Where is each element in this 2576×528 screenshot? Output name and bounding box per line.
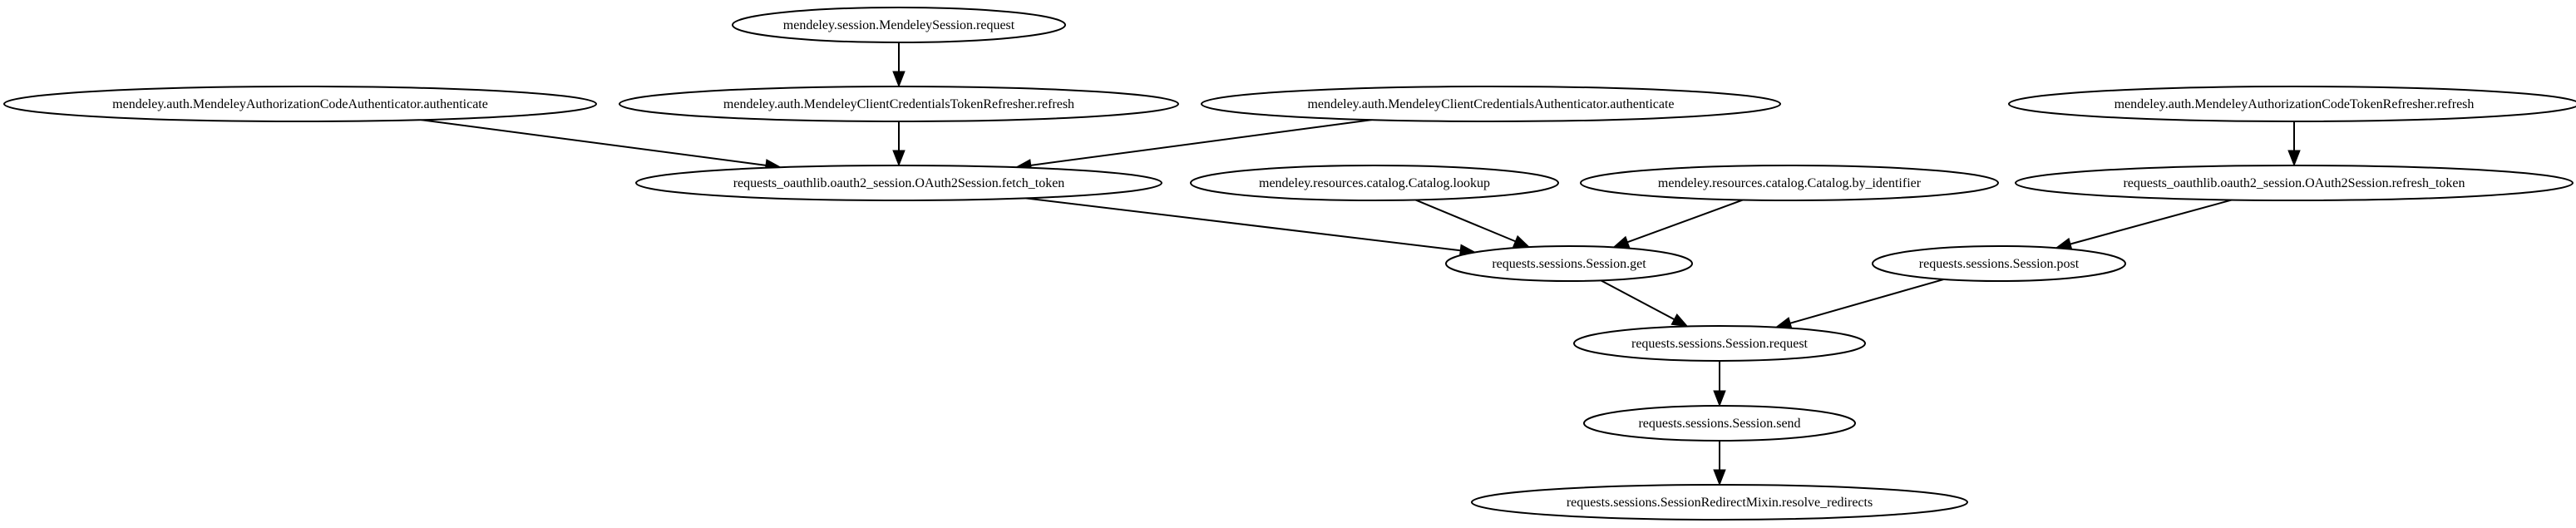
node-label: requests_oauthlib.oauth2_session.OAuth2S… xyxy=(2123,176,2465,190)
edge-line xyxy=(1414,199,1516,243)
edge-n_authcode_authenticate-to-n_fetch_token xyxy=(421,119,782,172)
node-session-post: requests.sessions.Session.post xyxy=(1872,245,2126,282)
node-clientcred-authenticate: mendeley.auth.MendeleyClientCredentialsA… xyxy=(1201,86,1781,122)
node-ellipse xyxy=(1471,484,1968,521)
edge-n_session_post-to-n_requests_request xyxy=(1774,278,1945,329)
arrowhead-icon xyxy=(1713,469,1726,486)
node-ellipse xyxy=(1445,245,1693,282)
node-ellipse xyxy=(619,86,1179,122)
node-ellipse xyxy=(3,86,597,122)
node-session-request: mendeley.session.MendeleySession.request xyxy=(732,7,1066,43)
node-label: requests.sessions.Session.get xyxy=(1492,257,1646,271)
node-catalog-by-identifier: mendeley.resources.catalog.Catalog.by_id… xyxy=(1580,165,1999,201)
node-clientcred-refresh: mendeley.auth.MendeleyClientCredentialsT… xyxy=(619,86,1179,122)
node-requests-request: requests.sessions.Session.request xyxy=(1573,325,1866,362)
node-label: mendeley.resources.catalog.Catalog.looku… xyxy=(1259,176,1490,190)
node-ellipse xyxy=(1583,405,1856,442)
edge-n_clientcred_authenticate-to-n_fetch_token xyxy=(1014,119,1372,172)
node-label: requests.sessions.Session.send xyxy=(1638,417,1800,431)
node-ellipse xyxy=(1573,325,1866,362)
node-label: mendeley.auth.MendeleyClientCredentialsA… xyxy=(1307,97,1674,111)
edge-n_requests_request-to-n_session_send xyxy=(1713,361,1726,407)
node-label: requests_oauthlib.oauth2_session.OAuth2S… xyxy=(733,176,1065,190)
edge-n_fetch_token-to-n_session_get xyxy=(1025,197,1477,257)
edge-n_catalog_lookup-to-n_session_get xyxy=(1414,199,1531,248)
edge-line xyxy=(1627,199,1744,244)
edge-n_session_request-to-n_clientcred_refresh xyxy=(892,42,906,88)
arrowhead-icon xyxy=(1513,234,1531,248)
arrowhead-icon xyxy=(892,150,906,167)
node-ellipse xyxy=(1190,165,1559,201)
node-session-send: requests.sessions.Session.send xyxy=(1583,405,1856,442)
node-ellipse xyxy=(1201,86,1781,122)
node-authcode-refresher: mendeley.auth.MendeleyAuthorizationCodeT… xyxy=(2008,86,2576,122)
arrowhead-icon xyxy=(1612,235,1631,249)
node-label: mendeley.session.MendeleySession.request xyxy=(783,18,1015,32)
edge-line xyxy=(1025,197,1461,252)
edge-line xyxy=(1600,279,1675,320)
arrowhead-icon xyxy=(1713,390,1726,407)
edge-n_refresh_token-to-n_session_post xyxy=(2055,199,2233,250)
node-ellipse xyxy=(1580,165,1999,201)
node-ellipse xyxy=(732,7,1066,43)
node-catalog-lookup: mendeley.resources.catalog.Catalog.looku… xyxy=(1190,165,1559,201)
node-label: mendeley.auth.MendeleyAuthorizationCodeA… xyxy=(112,97,488,111)
edge-n_session_get-to-n_requests_request xyxy=(1600,279,1689,328)
node-refresh-token: requests_oauthlib.oauth2_session.OAuth2S… xyxy=(2015,165,2574,201)
node-label: requests.sessions.Session.post xyxy=(1919,257,2080,271)
node-ellipse xyxy=(1872,245,2126,282)
arrowhead-icon xyxy=(892,71,906,88)
node-label: mendeley.auth.MendeleyClientCredentialsT… xyxy=(723,97,1074,111)
nodes-layer: mendeley.session.MendeleySession.request… xyxy=(3,7,2576,521)
arrowhead-icon xyxy=(1670,313,1689,328)
node-fetch-token: requests_oauthlib.oauth2_session.OAuth2S… xyxy=(635,165,1162,201)
edge-line xyxy=(1030,119,1372,166)
node-label: mendeley.resources.catalog.Catalog.by_id… xyxy=(1658,176,1922,190)
node-ellipse xyxy=(635,165,1162,201)
edge-n_catalog_by_identifier-to-n_session_get xyxy=(1612,199,1744,249)
edge-line xyxy=(1789,278,1945,324)
node-ellipse xyxy=(2008,86,2576,122)
node-authcode-authenticate: mendeley.auth.MendeleyAuthorizationCodeA… xyxy=(3,86,597,122)
edge-line xyxy=(421,119,767,166)
node-session-get: requests.sessions.Session.get xyxy=(1445,245,1693,282)
edge-n_clientcred_refresh-to-n_fetch_token xyxy=(892,121,906,167)
node-resolve-redirects: requests.sessions.SessionRedirectMixin.r… xyxy=(1471,484,1968,521)
node-label: mendeley.auth.MendeleyAuthorizationCodeT… xyxy=(2115,97,2475,111)
node-label: requests.sessions.SessionRedirectMixin.r… xyxy=(1567,496,1873,510)
node-ellipse xyxy=(2015,165,2574,201)
node-label: requests.sessions.Session.request xyxy=(1631,337,1809,351)
arrowhead-icon xyxy=(2287,150,2301,167)
edge-n_authcode_refresher-to-n_refresh_token xyxy=(2287,121,2301,167)
edge-line xyxy=(2070,199,2233,245)
edge-n_session_send-to-n_resolve_redirects xyxy=(1713,441,1726,486)
